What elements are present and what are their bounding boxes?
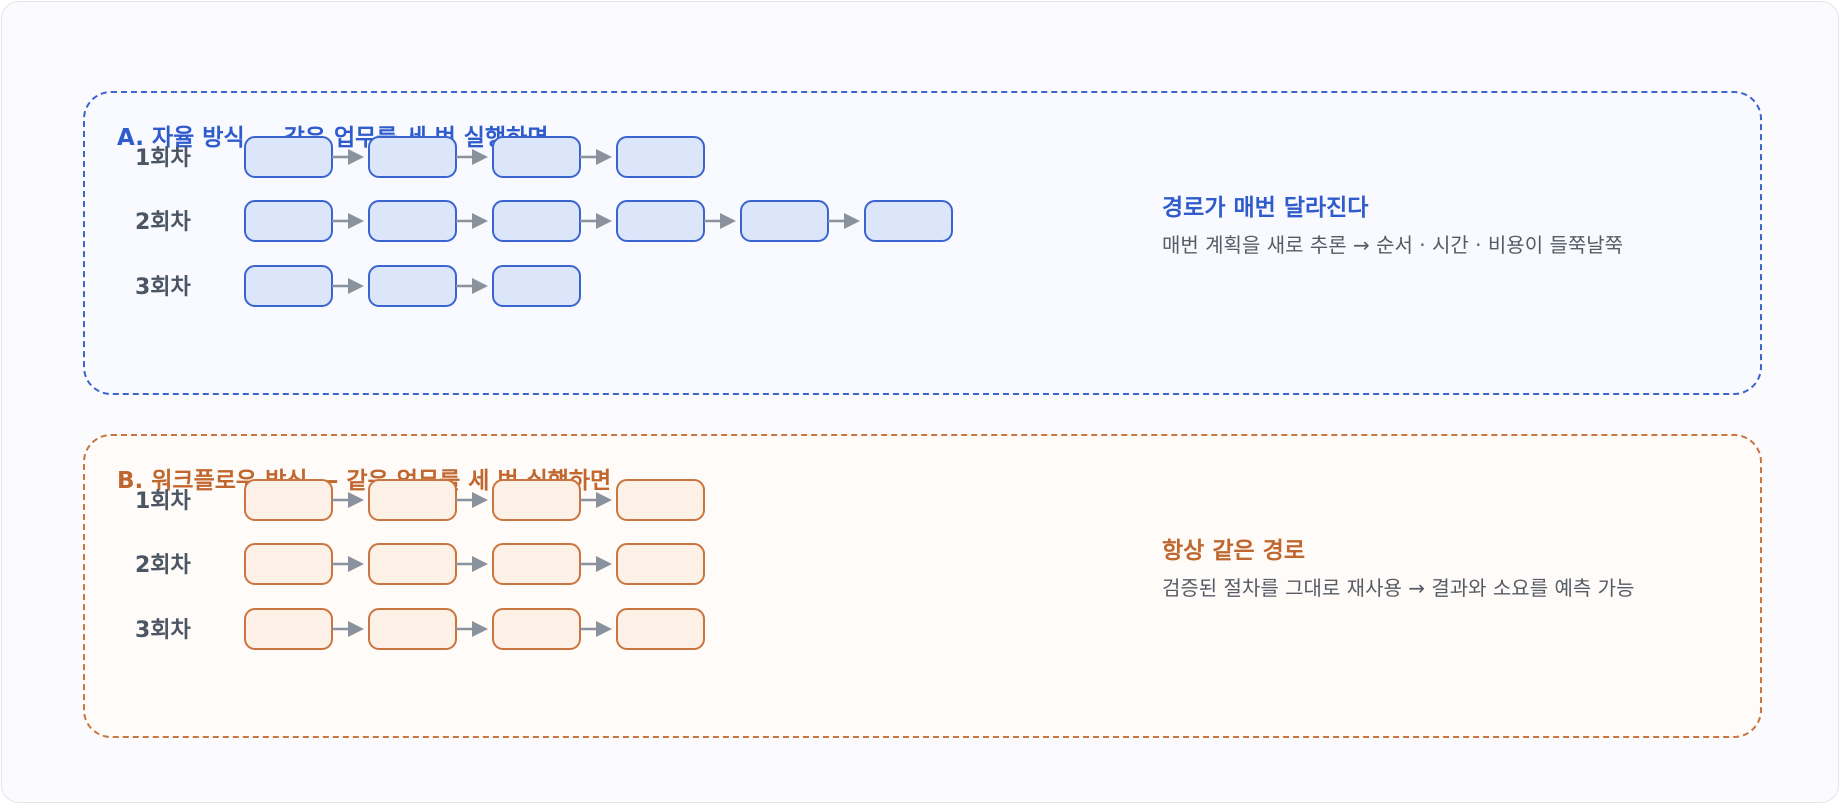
step-box	[616, 479, 705, 521]
row-label-run-2: 2회차	[135, 210, 191, 235]
step-box	[368, 136, 457, 178]
autonomous-panel: A. 자율 방식 — 같은 업무를 세 번 실행하면 1회차 2회차 3회차 경…	[83, 91, 1762, 395]
arrow-right-icon	[580, 621, 612, 637]
step-box	[616, 200, 705, 242]
step-box	[244, 608, 333, 650]
step-box	[368, 608, 457, 650]
flow-row-run-1	[244, 136, 705, 178]
step-box	[492, 608, 581, 650]
arrow-right-icon	[332, 213, 364, 229]
step-box	[244, 479, 333, 521]
arrow-right-icon	[456, 278, 488, 294]
workflow-panel: B. 워크플로우 방식 — 같은 업무를 세 번 실행하면 1회차 2회차 3회…	[83, 434, 1762, 738]
step-box	[368, 265, 457, 307]
arrow-right-icon	[332, 149, 364, 165]
flow-row-run-3	[244, 265, 581, 307]
step-box	[368, 543, 457, 585]
autonomous-note: 경로가 매번 달라진다 매번 계획을 새로 추론 → 순서 · 시간 · 비용이…	[1162, 193, 1623, 259]
step-box	[492, 265, 581, 307]
step-box	[244, 265, 333, 307]
step-box	[492, 200, 581, 242]
arrow-right-icon	[580, 213, 612, 229]
step-box	[616, 543, 705, 585]
flow-row-run-3	[244, 608, 705, 650]
arrow-right-icon	[332, 621, 364, 637]
note-title: 항상 같은 경로	[1162, 538, 1305, 564]
flow-row-run-1	[244, 479, 705, 521]
step-box	[368, 200, 457, 242]
arrow-right-icon	[332, 278, 364, 294]
note-text: 매번 계획을 새로 추론 → 순서 · 시간 · 비용이 들쭉날쭉	[1162, 233, 1624, 257]
step-box	[492, 543, 581, 585]
flow-row-run-2	[244, 543, 705, 585]
step-box	[616, 136, 705, 178]
arrow-right-icon	[704, 213, 736, 229]
step-box	[492, 479, 581, 521]
arrow-right-icon	[456, 149, 488, 165]
step-box	[244, 136, 333, 178]
row-label-run-3: 3회차	[135, 618, 191, 643]
arrow-right-icon	[580, 149, 612, 165]
step-box	[616, 608, 705, 650]
row-label-run-2: 2회차	[135, 553, 191, 578]
arrow-right-icon	[332, 556, 364, 572]
row-label-run-1: 1회차	[135, 146, 191, 171]
step-box	[492, 136, 581, 178]
arrow-right-icon	[580, 556, 612, 572]
step-box	[740, 200, 829, 242]
workflow-note: 항상 같은 경로 검증된 절차를 그대로 재사용 → 결과와 소요를 예측 가능	[1162, 536, 1634, 602]
step-box	[368, 479, 457, 521]
row-label-run-3: 3회차	[135, 275, 191, 300]
arrow-right-icon	[828, 213, 860, 229]
arrow-right-icon	[456, 492, 488, 508]
note-title: 경로가 매번 달라진다	[1162, 195, 1369, 221]
row-label-run-1: 1회차	[135, 489, 191, 514]
note-text: 검증된 절차를 그대로 재사용 → 결과와 소요를 예측 가능	[1162, 576, 1635, 600]
step-box	[244, 200, 333, 242]
arrow-right-icon	[456, 621, 488, 637]
arrow-right-icon	[580, 492, 612, 508]
step-box	[244, 543, 333, 585]
arrow-right-icon	[332, 492, 364, 508]
arrow-right-icon	[456, 556, 488, 572]
step-box	[864, 200, 953, 242]
arrow-right-icon	[456, 213, 488, 229]
flow-row-run-2	[244, 200, 953, 242]
